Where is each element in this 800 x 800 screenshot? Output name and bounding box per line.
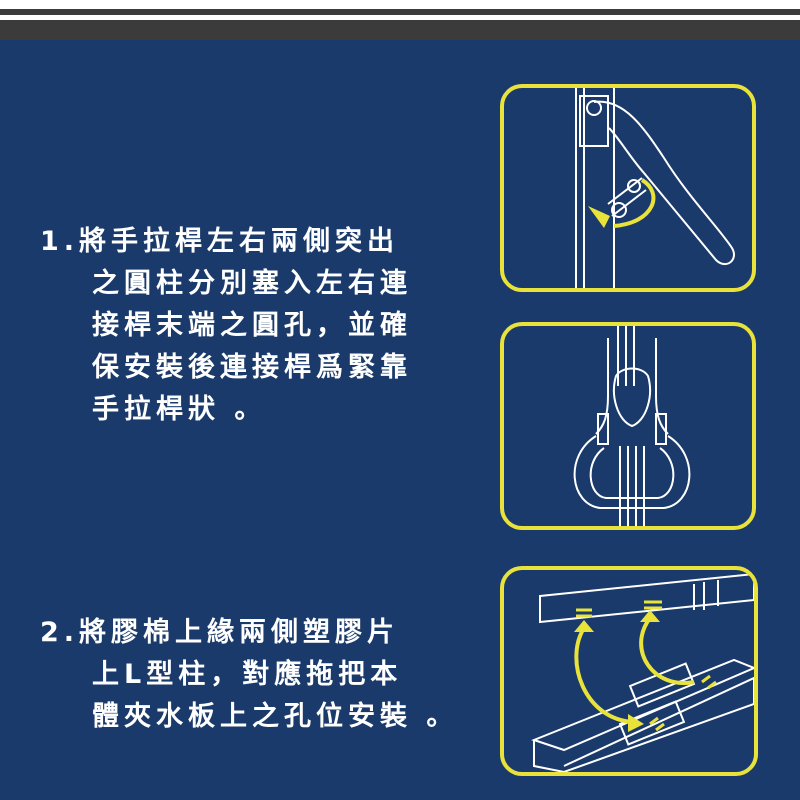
step-2-line: 2.將膠棉上緣兩側塑膠片 xyxy=(40,617,400,648)
step-1-line: 接桿末端之圓孔，並確 xyxy=(92,310,412,341)
step-1-line: 手拉桿狀 。 xyxy=(92,394,267,425)
step-1-line: 保安裝後連接桿爲緊靠 xyxy=(92,352,412,383)
illustration-assembled-handle xyxy=(500,322,756,530)
step-2-line: 體夾水板上之孔位安裝 。 xyxy=(92,701,459,732)
illustration-lever-pin xyxy=(500,84,756,292)
step-2-line: 上L型柱，對應拖把本 xyxy=(92,659,403,690)
step-1-line: 1.將手拉桿左右兩側突出 xyxy=(40,226,400,257)
step-1-instructions: 1.將手拉桿左右兩側突出 之圓柱分別塞入左右連 接桿末端之圓孔，並確 保安裝後連… xyxy=(40,221,412,431)
top-stripe xyxy=(0,9,800,15)
top-stripe xyxy=(0,0,800,9)
top-band xyxy=(0,20,800,40)
step-2-instructions: 2.將膠棉上緣兩側塑膠片 上L型柱，對應拖把本 體夾水板上之孔位安裝 。 xyxy=(40,612,458,738)
illustration-sponge-install xyxy=(500,566,758,776)
step-1-line: 之圓柱分別塞入左右連 xyxy=(92,268,412,299)
assembled-handle-drawing xyxy=(573,326,691,526)
lever-pin-drawing xyxy=(575,88,735,288)
sponge-install-drawing xyxy=(531,572,754,772)
top-stripe xyxy=(0,15,800,20)
